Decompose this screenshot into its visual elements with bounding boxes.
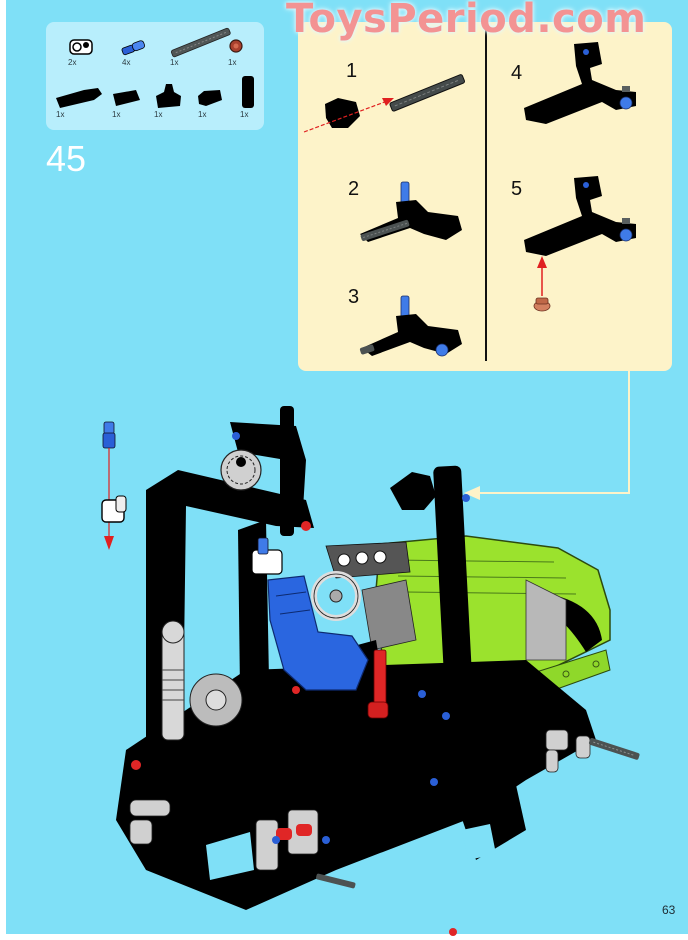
axle-icon [588, 738, 640, 760]
chassis-cutout [206, 832, 254, 880]
black-pin-icon [242, 76, 254, 108]
part-quantity: 1x [154, 110, 163, 119]
red-assembly-arrow-icon [537, 256, 547, 296]
callout-connector-line [628, 371, 630, 493]
red-assembly-arrow-icon [104, 536, 114, 550]
red-brown-bush-icon [533, 297, 551, 312]
steering-wheel-icon [311, 571, 361, 621]
substep-1-illustration [303, 74, 466, 133]
red-assembly-arrow-icon [303, 98, 394, 133]
substep-2-label: 2 [348, 178, 360, 200]
substep-4-label: 4 [511, 62, 523, 84]
dark-gray-axle-icon [170, 27, 231, 58]
substep-5-illustration [524, 176, 636, 312]
substep-2-illustration [360, 181, 462, 242]
substep-3-illustration [359, 295, 462, 357]
blue-axle-pin-icon [121, 40, 145, 56]
red-lever-icon [367, 649, 389, 719]
part-quantity: 1x [198, 110, 207, 119]
red-brown-bush-icon [229, 39, 243, 53]
black-angled-beam-icon [56, 88, 102, 108]
dashboard-panel [325, 541, 417, 651]
chassis-cutout [462, 824, 496, 860]
substeps-divider [485, 30, 487, 361]
blue-seat [251, 537, 369, 691]
part-quantity: 1x [228, 58, 237, 67]
substep-4-illustration [524, 42, 636, 124]
parts-callout: 2x 4x 1x 1x [46, 22, 264, 130]
part-quantity: 4x [122, 58, 131, 67]
substep-5-label: 5 [511, 178, 523, 200]
part-quantity: 1x [240, 110, 249, 119]
axle-icon [316, 873, 356, 889]
blue-axle-pin-icon [257, 537, 269, 555]
part-quantity: 1x [112, 110, 121, 119]
substeps-panel: 1 2 3 [298, 22, 672, 371]
main-model-illustration [101, 406, 640, 936]
callout-connector-line [476, 492, 630, 494]
gear-icon [220, 449, 262, 491]
blue-axle-pin-icon [102, 421, 116, 449]
white-connector-icon [101, 495, 127, 523]
substep-3-label: 3 [348, 286, 360, 308]
part-quantity: 1x [56, 110, 65, 119]
black-connector-icon [156, 84, 181, 108]
substep-1-label: 1 [346, 60, 358, 82]
part-quantity: 2x [68, 58, 77, 67]
watermark: ToysPeriod.com [286, 0, 647, 42]
page-number: 63 [662, 903, 676, 917]
step-number: 45 [46, 138, 87, 179]
dark-gray-axle-icon [389, 74, 466, 112]
white-connector-icon [69, 39, 93, 55]
black-block-icon [198, 90, 222, 106]
shock-absorber-icon [161, 620, 185, 741]
instruction-page: 2x 4x 1x 1x [6, 0, 688, 936]
part-quantity: 1x [170, 58, 179, 67]
black-beam-icon [113, 90, 140, 106]
gear-icon [189, 673, 243, 727]
